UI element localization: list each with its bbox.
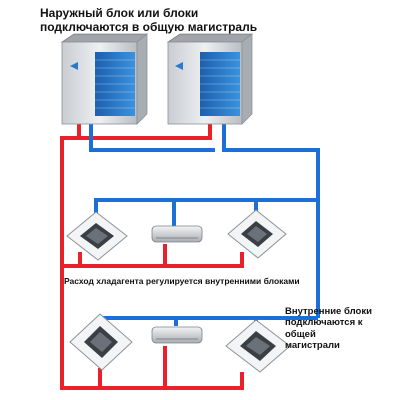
return-pipe-network <box>89 123 320 326</box>
wall-unit-upper <box>151 225 203 243</box>
indoor-label-line-2: подключаются к общей <box>285 317 363 340</box>
diagram-title: Наружный блок или блоки подключаются в о… <box>40 6 270 35</box>
supply-pipe-outdoor-2 <box>79 123 212 140</box>
indoor-units-label: Внутренние блоки подключаются к общей ма… <box>285 306 395 352</box>
supply-pipe-upper-branch <box>62 252 244 268</box>
outdoor-unit-2-coil <box>200 52 240 116</box>
outdoor-unit-2-fan-grille <box>168 34 252 42</box>
outdoor-unit-2 <box>166 33 254 125</box>
outdoor-unit-1-fan-grille <box>62 34 147 42</box>
cassette-unit-upper-1 <box>66 211 128 261</box>
title-line-2: подключаются в общую магистраль <box>40 20 258 35</box>
title-line-1: Наружный блок или блоки <box>40 6 199 20</box>
supply-pipe-network <box>60 123 244 390</box>
outdoor-unit-2-side <box>241 33 253 125</box>
outdoor-unit-1-logo-icon <box>70 62 78 70</box>
outdoor-unit-1-side <box>136 33 148 125</box>
return-pipe-outdoor-2 <box>222 123 320 318</box>
cassette-unit-upper-2 <box>227 209 287 259</box>
return-pipe-upper-branch <box>94 198 318 214</box>
cassette-unit-lower-2 <box>225 319 291 373</box>
return-pipe-main <box>89 123 215 152</box>
outdoor-unit-2-logo-icon <box>175 62 183 70</box>
outdoor-unit-1-coil <box>95 52 135 116</box>
outdoor-unit-1 <box>60 33 149 125</box>
cassette-unit-lower-1 <box>69 313 133 371</box>
wall-unit-lower <box>151 326 203 344</box>
indoor-label-line-1: Внутренние блоки <box>285 306 372 317</box>
outdoor-unit-1-coil-lines <box>95 59 135 109</box>
supply-pipe-main <box>60 123 244 390</box>
indoor-label-line-3: магистрали <box>285 340 340 352</box>
refrigerant-flow-label: Расход хладагента регулируется внутренни… <box>64 276 300 286</box>
outdoor-unit-2-coil-lines <box>200 59 240 109</box>
